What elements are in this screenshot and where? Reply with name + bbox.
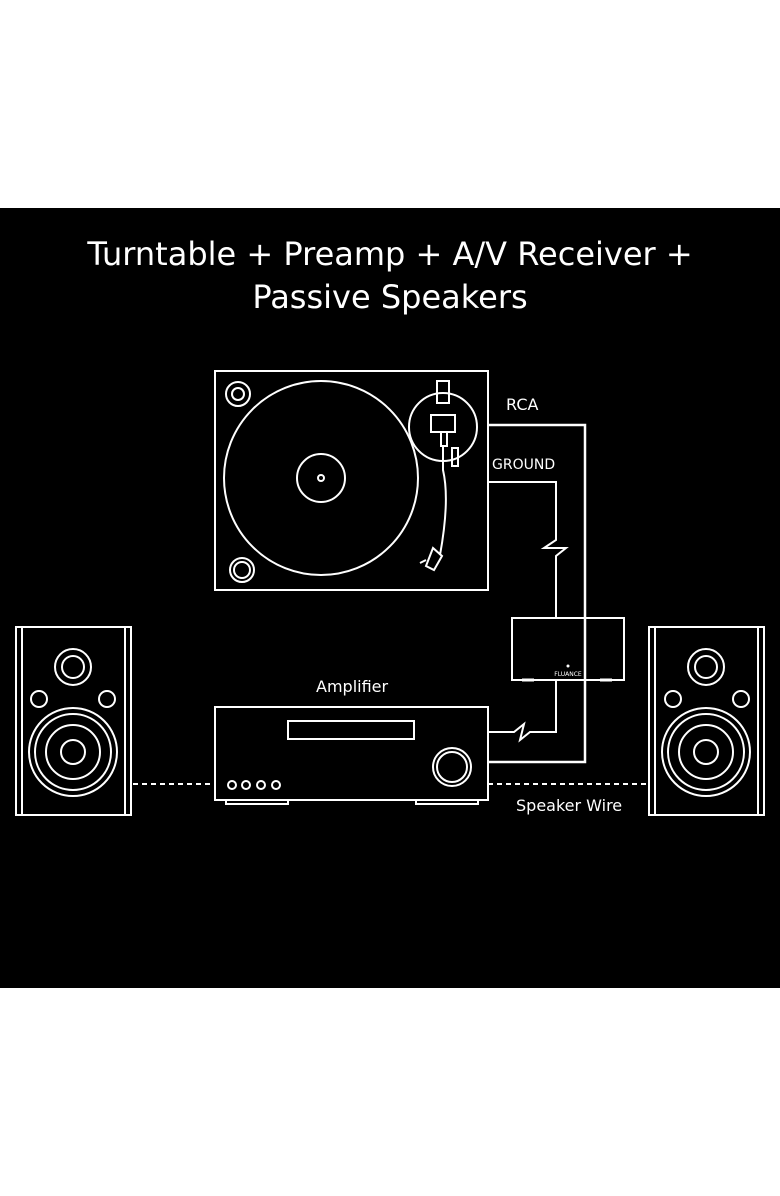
rca-cable bbox=[488, 423, 587, 764]
preamp-led bbox=[566, 664, 570, 668]
right-speaker bbox=[648, 626, 765, 816]
amplifier bbox=[214, 706, 489, 805]
ground-wire-lower bbox=[488, 680, 557, 743]
diagram-title-line-1: Turntable + Preamp + A/V Receiver + bbox=[87, 235, 693, 273]
ground-label: GROUND bbox=[492, 457, 556, 473]
preamp bbox=[511, 617, 625, 682]
rca-label: RCA bbox=[506, 395, 539, 414]
speaker-wire-label: Speaker Wire bbox=[516, 796, 623, 815]
volume-knob bbox=[432, 747, 472, 787]
amplifier-label: Amplifier bbox=[316, 677, 389, 696]
left-speaker bbox=[15, 626, 132, 816]
ground-wire-upper bbox=[488, 481, 569, 618]
diagram-panel bbox=[0, 208, 780, 988]
amplifier-display bbox=[287, 720, 415, 740]
tonearm bbox=[439, 446, 447, 556]
turntable bbox=[214, 370, 489, 591]
diagram-title-line-2: Passive Speakers bbox=[252, 278, 528, 316]
turntable-platter bbox=[223, 380, 419, 576]
preamp-brand-logo: FLUANCE bbox=[554, 671, 582, 678]
